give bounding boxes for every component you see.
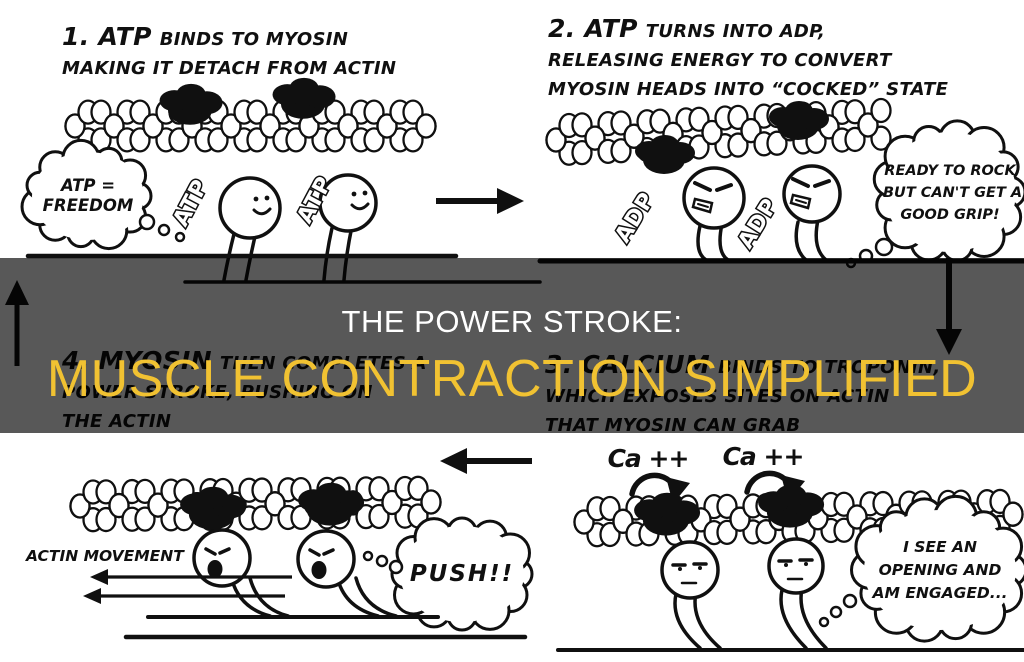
left-arrowhead xyxy=(440,448,467,474)
calcium-label-2: Ca ++ xyxy=(723,442,804,471)
panel3-art: Ca ++ Ca ++ xyxy=(556,442,1024,652)
banner-title: MUSCLE CONTRACTION SIMPLIFIED xyxy=(46,350,978,408)
panel4-art xyxy=(69,475,534,640)
atp-sign-1: ATP xyxy=(169,175,214,230)
adp-sign-1: ADP xyxy=(610,188,660,247)
actin-movement-label: ACTIN MOVEMENT xyxy=(26,547,184,565)
panel2-title-rest: TURNS INTO ADP, xyxy=(645,21,826,42)
calcium-label-1: Ca ++ xyxy=(608,444,689,473)
panel2-thought-bubble-text: READY TO ROCK BUT CAN'T GET A GOOD GRIP! xyxy=(883,163,1023,223)
calcium-arrowhead-2 xyxy=(781,475,805,502)
panel1-title-line: MAKING IT DETACH FROM ACTIN xyxy=(62,58,397,79)
title-banner: THE POWER STROKE: MUSCLE CONTRACTION SIM… xyxy=(0,258,1024,433)
panel1-thought-bubble-text: ATP = FREEDOM xyxy=(42,176,134,215)
panel1-title-rest: BINDS TO MYOSIN xyxy=(159,29,349,50)
panel2-title-lead: 2. ATP xyxy=(548,14,638,43)
panel2-title: 2. ATP TURNS INTO ADP, RELEASING ENERGY T… xyxy=(548,14,948,104)
panel2-title-line: RELEASING ENERGY TO CONVERT xyxy=(548,50,892,71)
right-arrowhead xyxy=(497,188,524,214)
actin-movement-arrowhead-1 xyxy=(90,569,108,585)
actin-movement-arrowhead-2 xyxy=(83,588,101,604)
calcium-arrowhead-1 xyxy=(666,477,690,504)
panel4-push-bubble-text: PUSH!! xyxy=(409,561,515,587)
banner-supertitle: THE POWER STROKE: xyxy=(341,304,683,339)
panel3-thought-bubble-text: I SEE AN OPENING AND AM ENGAGED... xyxy=(872,538,1008,602)
panel2-title-line: MYOSIN HEADS INTO “COCKED” STATE xyxy=(548,79,949,100)
panel1-title-lead: 1. ATP xyxy=(62,22,152,51)
panel1-title: 1. ATP BINDS TO MYOSIN MAKING IT DETACH F… xyxy=(62,22,396,83)
